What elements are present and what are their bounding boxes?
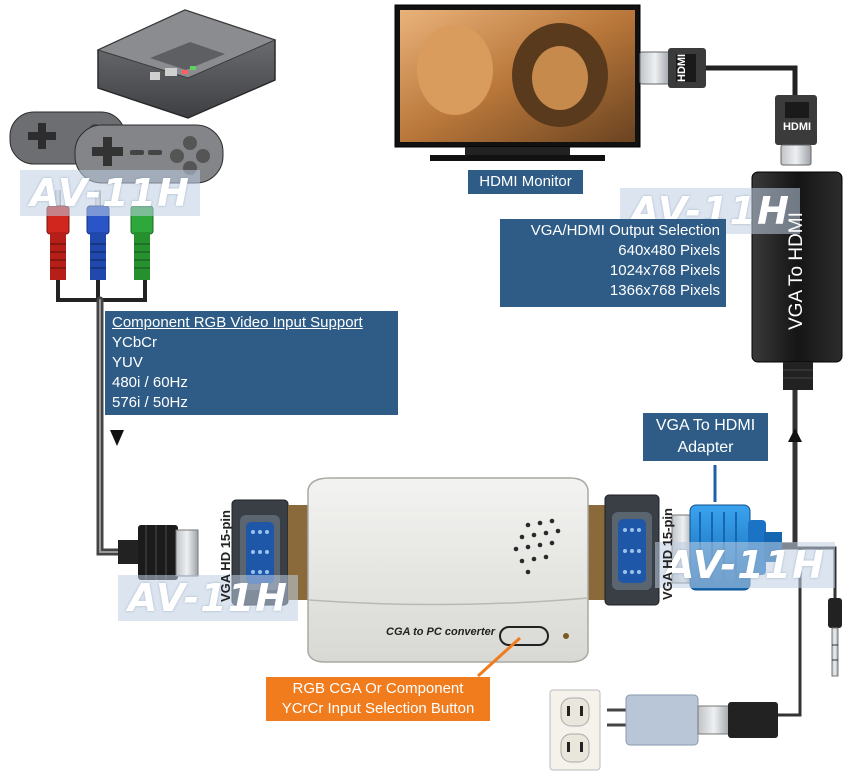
- hdmi-plug-vertical: [775, 95, 817, 166]
- hdmi-plug-bottom-label: HDMI: [782, 121, 812, 133]
- vent-holes: [513, 518, 561, 575]
- output-selection-box: VGA/HDMI Output Selection 640x480 Pixels…: [500, 219, 726, 307]
- hdmi-plug-top-label: HDMI: [676, 53, 688, 82]
- adapter-label-box: VGA To HDMI Adapter: [643, 413, 768, 461]
- input-line: 576i / 50Hz: [112, 394, 188, 411]
- vga-port-right-label: VGA HD 15-pin: [660, 508, 675, 600]
- watermark: AV-11H: [118, 575, 298, 621]
- hdmi-monitor: [394, 4, 641, 161]
- arrow-up-icon: [788, 428, 802, 442]
- audio-jack: [828, 598, 842, 677]
- button-callout-line: YCrCr Input Selection Button: [281, 700, 475, 717]
- adapter-line: Adapter: [677, 439, 734, 456]
- input-selection-button-box: RGB CGA Or Component YCrCr Input Selecti…: [266, 677, 490, 721]
- vga-port-left-label: VGA HD 15-pin: [218, 510, 233, 602]
- button-callout-line: RGB CGA Or Component: [292, 680, 464, 697]
- vga-to-hdmi-device-label: VGA To HDMI: [786, 212, 807, 330]
- wall-outlet: [549, 689, 601, 771]
- output-line: 640x480 Pixels: [618, 242, 720, 259]
- status-led: [563, 633, 569, 639]
- input-line: YCbCr: [112, 334, 158, 351]
- input-line: YUV: [112, 354, 143, 371]
- usb-power-adapter: [607, 694, 778, 746]
- retro-console: [96, 9, 277, 119]
- output-line: 1366x768 Pixels: [609, 282, 720, 299]
- selection-button: [499, 626, 549, 646]
- watermark: AV-11H: [20, 170, 200, 216]
- adapter-line: VGA To HDMI: [655, 417, 756, 434]
- vga-plug-left: [118, 525, 199, 580]
- arrow-down-icon: [110, 430, 124, 446]
- input-line: 480i / 60Hz: [112, 374, 188, 391]
- output-line: 1024x768 Pixels: [609, 262, 720, 279]
- vga-port-right: [604, 494, 660, 606]
- hdmi-plug-horizontal: [639, 48, 706, 88]
- input-support-box: Component RGB Video Input Support YCbCr …: [105, 311, 398, 415]
- watermark: AV-11H: [655, 542, 835, 588]
- output-heading: VGA/HDMI Output Selection: [530, 222, 720, 239]
- hdmi-monitor-label: HDMI Monitor: [468, 170, 583, 194]
- converter-front-label: CGA to PC converter: [386, 626, 496, 638]
- button-pointer: [476, 636, 522, 678]
- converter-box: [288, 477, 605, 663]
- input-heading: Component RGB Video Input Support: [112, 314, 363, 331]
